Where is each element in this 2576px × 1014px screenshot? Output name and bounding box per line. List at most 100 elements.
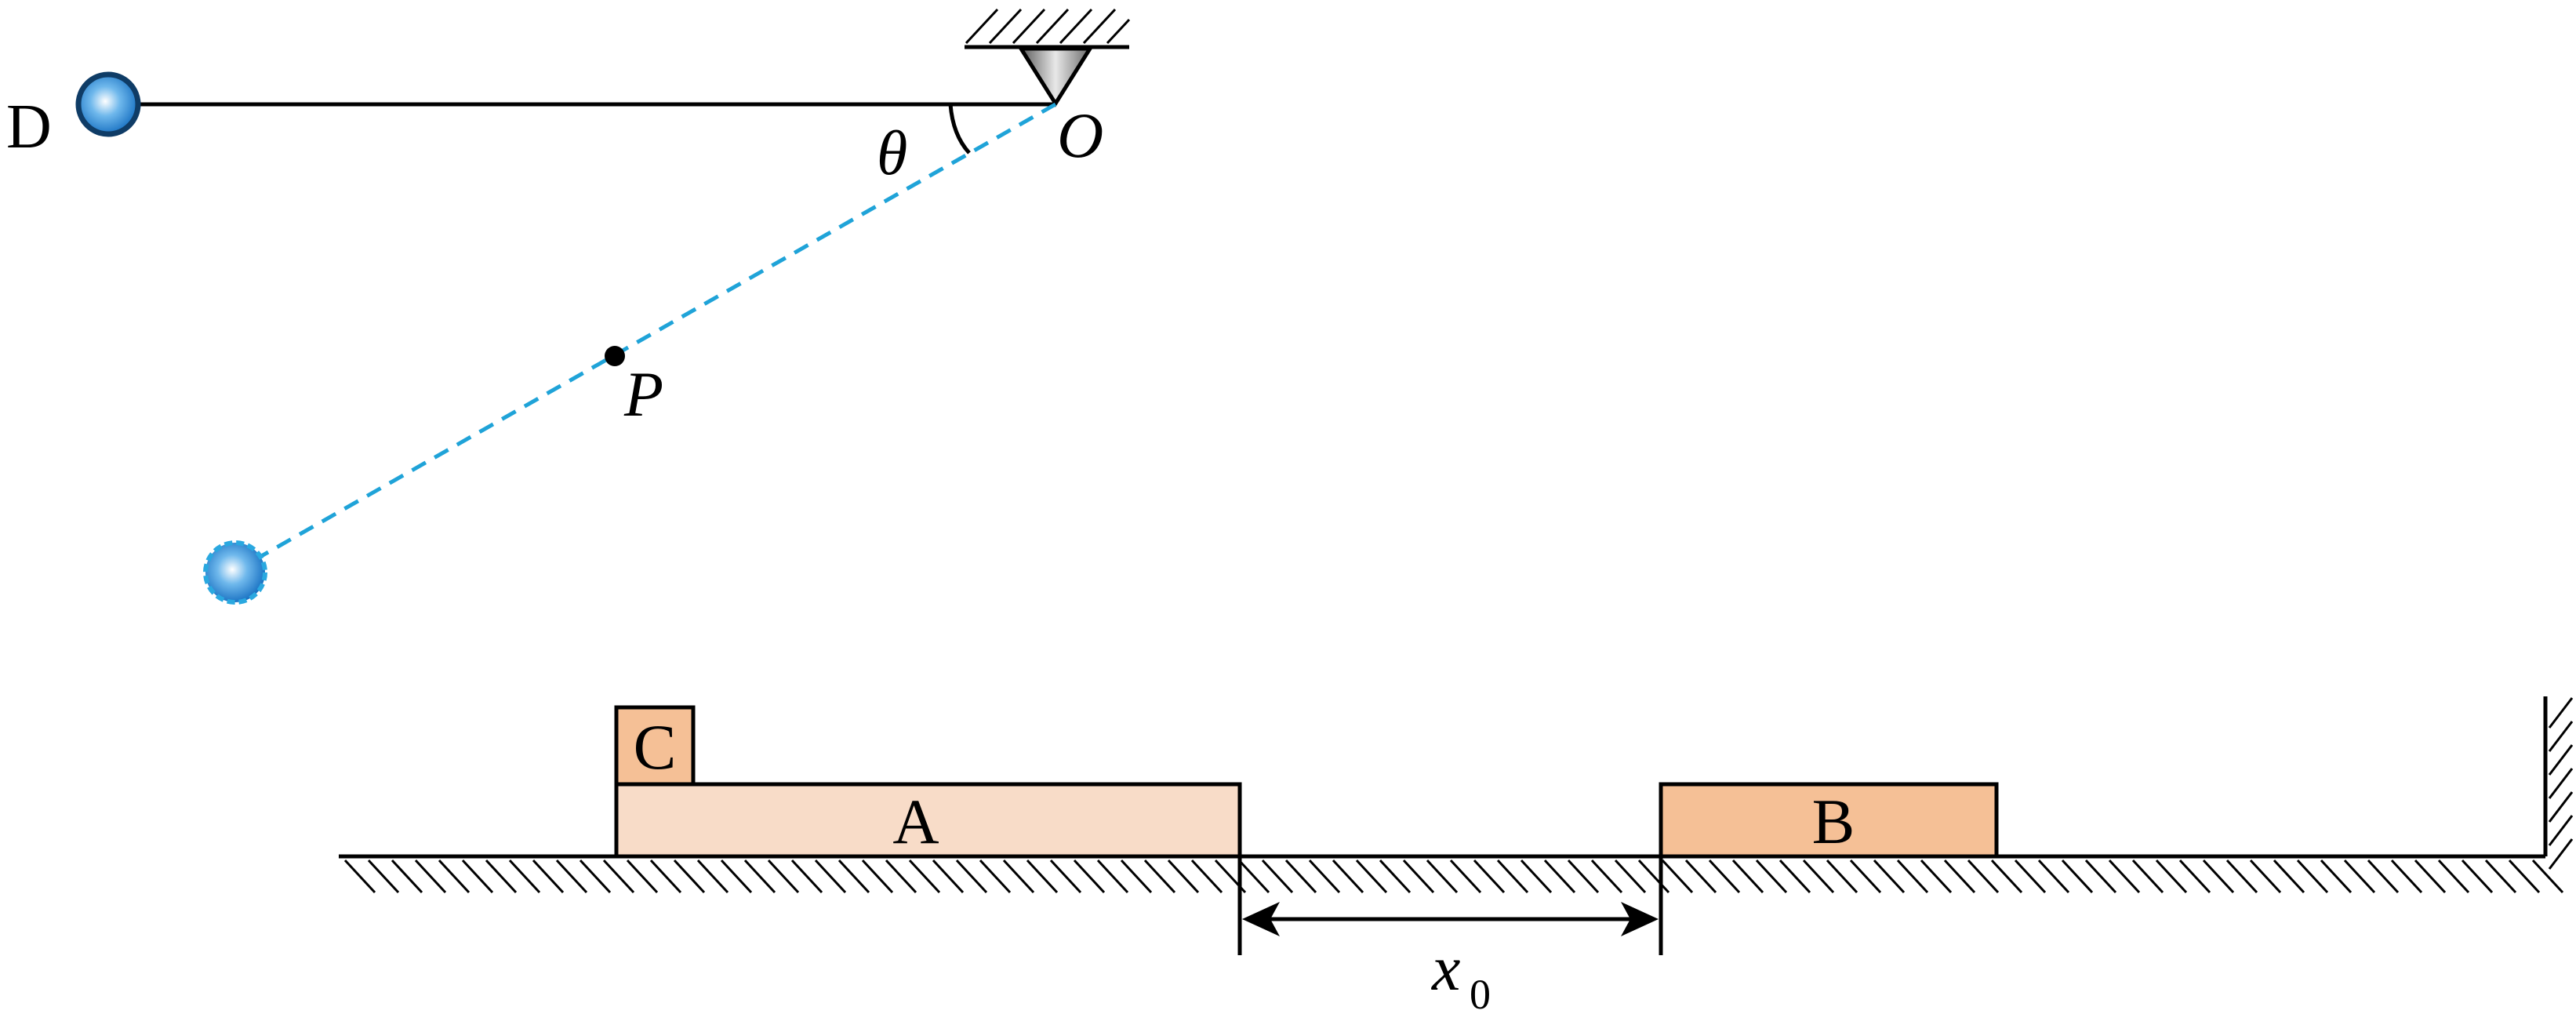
- label-a: A: [892, 786, 939, 857]
- hatch-mark: [1778, 859, 1811, 894]
- hatch-mark: [1049, 859, 1082, 894]
- hatch-mark: [1967, 859, 2000, 894]
- hatch-mark: [1355, 859, 1388, 894]
- hatch-mark: [1073, 859, 1106, 894]
- hatch-mark: [2414, 859, 2447, 894]
- label-p: P: [623, 358, 663, 430]
- hatch-mark: [2320, 859, 2353, 894]
- hatch-mark: [2461, 859, 2494, 894]
- hatch-mark: [579, 859, 612, 894]
- hatch-mark: [391, 859, 423, 894]
- hatch-mark: [2548, 744, 2574, 776]
- hatch-mark: [2225, 859, 2258, 894]
- hatch-mark: [485, 859, 518, 894]
- hatch-mark: [955, 859, 988, 894]
- hatch-mark: [2531, 859, 2564, 894]
- hatch-mark: [2037, 859, 2070, 894]
- hatch-mark: [1614, 859, 1647, 894]
- hatch-mark: [790, 859, 823, 894]
- hatch-mark: [720, 859, 753, 894]
- hatch-mark: [2296, 859, 2329, 894]
- hatch-mark: [1379, 859, 1412, 894]
- hatch-mark: [696, 859, 729, 894]
- pivot-triangle: [1017, 46, 1094, 107]
- hatch-mark: [885, 859, 917, 894]
- hatch-mark: [814, 859, 847, 894]
- hatch-mark: [2437, 859, 2470, 894]
- hatch-mark: [1990, 859, 2023, 894]
- hatch-mark: [1449, 859, 1482, 894]
- angle-arc-theta: [948, 104, 971, 154]
- hatch-mark: [1943, 859, 1976, 894]
- hatch-mark: [979, 859, 1012, 894]
- hatch-mark: [1802, 859, 1835, 894]
- ceiling-hatching: [965, 8, 1131, 45]
- label-c: C: [634, 711, 677, 783]
- hatch-mark: [1590, 859, 1623, 894]
- hatch-mark: [2202, 859, 2235, 894]
- hatch-mark: [1849, 859, 1882, 894]
- hatch-mark: [626, 859, 659, 894]
- hatch-mark: [2273, 859, 2305, 894]
- hatch-mark: [2508, 859, 2541, 894]
- hatch-mark: [1731, 859, 1764, 894]
- hatch-mark: [908, 859, 941, 894]
- right-wall: [2543, 696, 2574, 870]
- hatch-mark: [2249, 859, 2282, 894]
- label-theta: θ: [877, 119, 907, 188]
- hatch-mark: [2178, 859, 2211, 894]
- label-x0-subscript: 0: [1470, 971, 1491, 1014]
- hatch-mark: [1896, 859, 1929, 894]
- hatch-mark: [2548, 815, 2574, 846]
- hatch-mark: [1920, 859, 1953, 894]
- hatch-mark: [1237, 859, 1270, 894]
- hatch-mark: [2343, 859, 2376, 894]
- ball-d: [75, 71, 141, 137]
- wall-hatching: [2548, 697, 2574, 870]
- hatch-mark: [1567, 859, 1600, 894]
- hatch-mark: [2084, 859, 2117, 894]
- dim-arrow-right: [1621, 902, 1659, 936]
- hatch-mark: [2548, 721, 2574, 752]
- hatch-mark: [343, 859, 376, 894]
- hatch-mark: [1473, 859, 1506, 894]
- ground: [339, 854, 2564, 894]
- dim-arrow-left: [1242, 902, 1280, 936]
- hatch-mark: [1520, 859, 1553, 894]
- hatch-mark: [2367, 859, 2400, 894]
- block-c: [614, 705, 696, 787]
- hatch-mark: [932, 859, 965, 894]
- hatch-mark: [555, 859, 588, 894]
- hatch-mark: [1143, 859, 1176, 894]
- hatch-mark: [2131, 859, 2164, 894]
- hatch-mark: [2108, 859, 2141, 894]
- hatch-mark: [414, 859, 447, 894]
- hatch-mark: [1661, 859, 1694, 894]
- ground-hatching: [343, 859, 2564, 894]
- ceiling-support: [965, 8, 1131, 107]
- block-a: [614, 782, 1242, 859]
- hatch-mark: [1826, 859, 1858, 894]
- label-b: B: [1812, 786, 1855, 857]
- hatch-mark: [837, 859, 870, 894]
- hatch-mark: [367, 859, 400, 894]
- hatch-mark: [2548, 791, 2574, 823]
- hatch-mark: [2390, 859, 2423, 894]
- label-x0: x: [1431, 932, 1460, 1004]
- hatch-mark: [1261, 859, 1294, 894]
- hatch-mark: [1543, 859, 1576, 894]
- hatch-mark: [1120, 859, 1153, 894]
- hatch-mark: [1402, 859, 1435, 894]
- hatch-mark: [2061, 859, 2094, 894]
- hatch-mark: [532, 859, 565, 894]
- hatch-mark: [2548, 697, 2574, 729]
- hatch-mark: [1096, 859, 1129, 894]
- hatch-mark: [1026, 859, 1059, 894]
- hatch-mark: [2548, 838, 2574, 870]
- hatch-mark: [508, 859, 541, 894]
- hatch-mark: [1637, 859, 1670, 894]
- hatch-mark: [1496, 859, 1529, 894]
- hatch-mark: [1190, 859, 1223, 894]
- dimension-x0: x 0: [1237, 856, 1663, 1014]
